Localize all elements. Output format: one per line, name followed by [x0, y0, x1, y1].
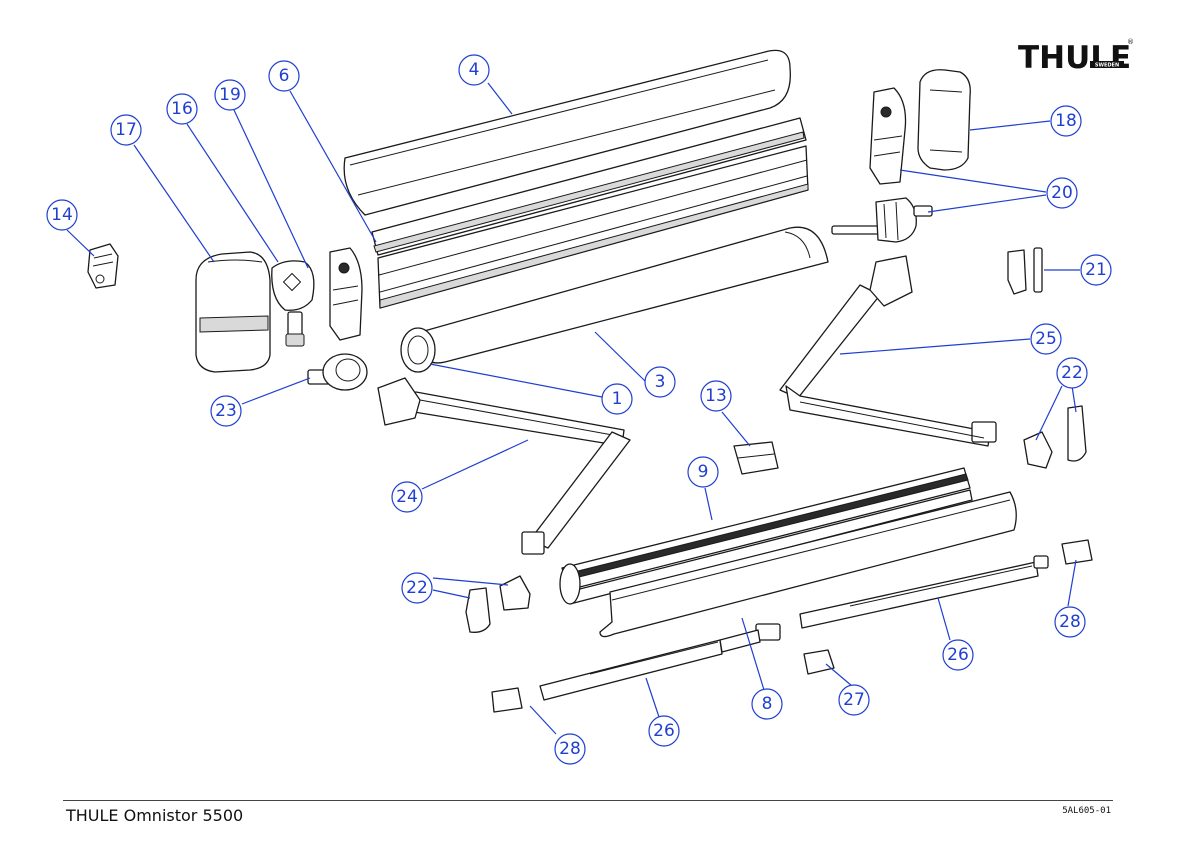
part-arm-left [377, 377, 631, 555]
callout-13: 13 [700, 380, 732, 412]
callout-21: 21 [1080, 254, 1112, 286]
part-clamp [733, 441, 779, 475]
callout-28-left-label: 28 [559, 739, 581, 759]
part-front-panel [599, 491, 1017, 638]
part-telescopic-rail-left [539, 623, 781, 701]
callout-28-right-label: 28 [1059, 612, 1081, 632]
callout-26-left-label: 26 [653, 721, 675, 741]
callout-23-label: 23 [215, 401, 237, 421]
callout-22-right: 22 [1056, 357, 1088, 389]
part-drive-hub [307, 353, 368, 391]
leader-lines [66, 82, 1080, 735]
footer-title: THULE Omnistor 5500 [66, 806, 244, 825]
footer-rule [63, 800, 1113, 801]
brand-logo-text: THULE [1018, 40, 1131, 76]
callout-6: 6 [268, 60, 300, 92]
footer-code: 5AL605-01 [1062, 806, 1111, 816]
part-side-plate-left [329, 247, 363, 341]
callout-27: 27 [838, 684, 870, 716]
part-end-stop-right [1061, 539, 1093, 565]
callout-20-label: 20 [1051, 183, 1073, 203]
brand-logo: THULE SWEDEN ® [1018, 38, 1134, 76]
part-drive-shaft [831, 197, 933, 243]
callout-17: 17 [110, 114, 142, 146]
callout-1-label: 1 [612, 389, 623, 409]
callout-18-label: 18 [1055, 111, 1077, 131]
callout-22-left: 22 [401, 572, 433, 604]
part-end-cap-right [917, 69, 971, 171]
callout-24-label: 24 [396, 487, 418, 507]
part-end-cap-left [195, 251, 271, 373]
callout-26-right: 26 [942, 639, 974, 671]
callout-25-label: 25 [1035, 329, 1057, 349]
part-slide-block [803, 649, 835, 675]
callout-8: 8 [751, 688, 783, 720]
callout-13-label: 13 [705, 386, 727, 406]
part-front-cover [343, 49, 791, 216]
part-telescopic-rail-right [799, 555, 1049, 629]
callout-26-left: 26 [648, 715, 680, 747]
callout-19-label: 19 [219, 85, 241, 105]
brand-logo-sub: SWEDEN [1095, 63, 1119, 69]
callout-9-label: 9 [698, 462, 709, 482]
part-main-rail [371, 117, 809, 309]
part-clips [1007, 247, 1043, 295]
callout-14: 14 [46, 199, 78, 231]
callout-28-right: 28 [1054, 606, 1086, 638]
callout-16-label: 16 [171, 99, 193, 119]
callout-4: 4 [458, 54, 490, 86]
callout-8-label: 8 [762, 694, 773, 714]
callout-21-label: 21 [1085, 260, 1107, 280]
callout-20: 20 [1046, 177, 1078, 209]
callout-16: 16 [166, 93, 198, 125]
part-side-plate-right [869, 87, 907, 185]
callout-25: 25 [1030, 323, 1062, 355]
part-end-stop-left [491, 687, 523, 713]
callout-22-left-label: 22 [406, 578, 428, 598]
callout-14-label: 14 [51, 205, 73, 225]
callout-17-label: 17 [115, 120, 137, 140]
callout-19: 19 [214, 79, 246, 111]
callout-1: 1 [601, 383, 633, 415]
part-gear-unit [271, 260, 315, 347]
callout-4-label: 4 [469, 60, 480, 80]
part-small-bracket [87, 243, 119, 289]
callout-3: 3 [644, 366, 676, 398]
part-arm-right [779, 255, 997, 447]
callout-24: 24 [391, 481, 423, 513]
callout-22-right-label: 22 [1061, 363, 1083, 383]
callout-26-right-label: 26 [947, 645, 969, 665]
callout-9: 9 [687, 456, 719, 488]
callout-27-label: 27 [843, 690, 865, 710]
callout-18: 18 [1050, 105, 1082, 137]
part-front-bar [559, 467, 973, 605]
part-end-bracket-right [1023, 405, 1087, 469]
part-roller-tube [400, 327, 436, 373]
brand-logo-reg: ® [1127, 38, 1134, 46]
callout-28-left: 28 [554, 733, 586, 765]
callout-23: 23 [210, 395, 242, 427]
callout-6-label: 6 [279, 66, 290, 86]
callout-3-label: 3 [655, 372, 666, 392]
